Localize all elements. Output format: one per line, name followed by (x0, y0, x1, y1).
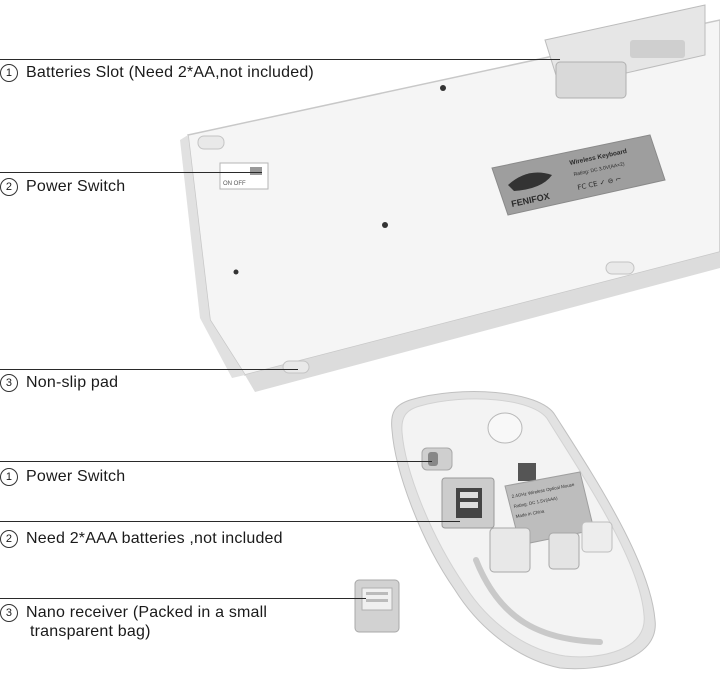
nano-receiver (354, 579, 400, 633)
non-slip-pad (605, 261, 635, 275)
callout-label: Nano receiver (Packed in a small (26, 604, 268, 621)
optical-sensor (518, 463, 536, 481)
mouse-power-switch (421, 447, 453, 471)
callout-battery-slot: 1 Batteries Slot (Need 2*AA,not included) (0, 63, 314, 83)
callout-mouse-power-switch: 1 Power Switch (0, 467, 125, 487)
callout-line (0, 59, 560, 60)
mouse-seal-sticker (487, 412, 523, 444)
mouse-battery-compartment (441, 477, 495, 529)
callout-label: Need 2*AAA batteries ,not included (26, 530, 283, 547)
callout-label: Power Switch (26, 178, 126, 195)
screw-icon (440, 85, 446, 91)
callout-number: 1 (0, 64, 18, 82)
switch-label: ON OFF (223, 181, 246, 187)
keyboard-battery-slot (544, 4, 706, 99)
callout-power-switch: 2 Power Switch (0, 177, 125, 197)
callout-label: transparent bag) (30, 623, 151, 640)
callout-label: Non-slip pad (26, 374, 119, 391)
non-slip-pad (197, 135, 225, 150)
callout-number: 1 (0, 468, 18, 486)
callout-nano-receiver: 3 Nano receiver (Packed in a small (0, 603, 267, 623)
screw-icon (233, 269, 239, 275)
keyboard-label: FENIFOX Wireless Keyboard Rating: DC 3.0… (491, 134, 666, 216)
callout-line (0, 461, 432, 462)
screw-icon (382, 222, 388, 228)
non-slip-pad (282, 360, 310, 374)
callout-aaa-batteries: 2 Need 2*AAA batteries ,not included (0, 529, 283, 549)
callout-line (0, 521, 460, 522)
battery-cover (548, 532, 580, 570)
fenifox-logo-icon (508, 172, 552, 191)
callout-label: Power Switch (26, 468, 126, 485)
mouse-bottom: 2.4GHz Wireless Optical Mouse Rating: DC… (391, 391, 656, 670)
receiver-slot (489, 527, 531, 573)
callout-non-slip-pad: 3 Non-slip pad (0, 373, 118, 393)
mouse-label: 2.4GHz Wireless Optical Mouse Rating: DC… (504, 471, 595, 546)
callout-number: 3 (0, 604, 18, 622)
keyboard-bottom: ON OFF FENIFOX Wireless Keyboard Rating:… (180, 4, 720, 392)
callout-line (0, 172, 262, 173)
callout-line (0, 369, 298, 370)
callout-number: 2 (0, 178, 18, 196)
mouse-label-line2: Made in China (515, 508, 545, 519)
callout-number: 3 (0, 374, 18, 392)
callout-label: Batteries Slot (Need 2*AA,not included) (26, 64, 314, 81)
callout-nano-receiver-line2: transparent bag) (30, 622, 151, 642)
keyboard-power-switch: ON OFF (219, 162, 269, 190)
callout-number: 2 (0, 530, 18, 548)
callout-line (0, 598, 366, 599)
